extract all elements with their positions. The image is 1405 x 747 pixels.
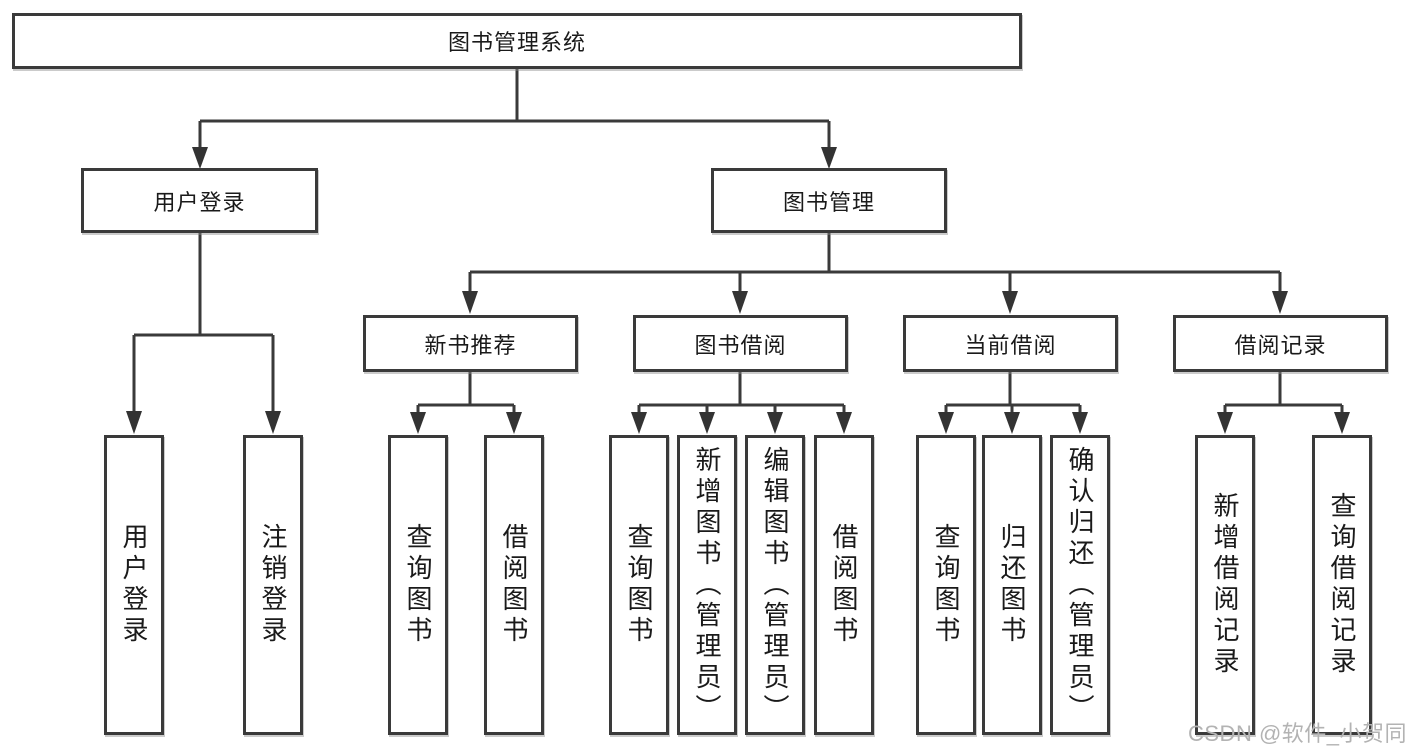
leaf-bb-edit-books-admin-label: 编辑图书（管理员） xyxy=(760,445,790,725)
node-book-management: 图书管理 xyxy=(711,168,947,233)
leaf-br-query-borrow-record-label: 查询借阅记录 xyxy=(1327,492,1357,678)
leaf-cb-query-books-label: 查询图书 xyxy=(931,523,961,647)
leaf-bb-query-books-label: 查询图书 xyxy=(624,523,654,647)
leaf-cb-return-books-label: 归还图书 xyxy=(997,523,1027,647)
leaf-bb-add-books-admin: 新增图书（管理员） xyxy=(677,435,737,735)
leaf-br-add-borrow-record-label: 新增借阅记录 xyxy=(1210,492,1240,678)
node-current-borrow-label: 当前借阅 xyxy=(964,332,1057,358)
connector-root-branch xyxy=(192,69,837,169)
leaf-cb-return-books: 归还图书 xyxy=(982,435,1042,735)
leaf-br-add-borrow-record: 新增借阅记录 xyxy=(1195,435,1255,735)
connector-current-borrow-branch xyxy=(938,372,1088,434)
leaf-nbr-query-books-label: 查询图书 xyxy=(403,523,433,647)
leaf-br-query-borrow-record: 查询借阅记录 xyxy=(1312,435,1372,735)
node-book-borrow: 图书借阅 xyxy=(633,315,848,372)
leaf-logout: 注销登录 xyxy=(243,435,303,735)
leaf-cb-confirm-return-admin-label: 确认归还（管理员） xyxy=(1065,445,1095,725)
leaf-cb-query-books: 查询图书 xyxy=(916,435,976,735)
leaf-nbr-query-books: 查询图书 xyxy=(388,435,448,735)
leaf-bb-borrow-books: 借阅图书 xyxy=(814,435,874,735)
leaf-bb-add-books-admin-label: 新增图书（管理员） xyxy=(692,445,722,725)
connector-book-borrow-branch xyxy=(631,372,852,434)
node-root-label: 图书管理系统 xyxy=(447,30,586,55)
leaf-user-login: 用户登录 xyxy=(104,435,164,735)
connector-borrow-records-branch xyxy=(1217,372,1350,434)
leaf-bb-borrow-books-label: 借阅图书 xyxy=(829,523,859,647)
leaf-user-login-label: 用户登录 xyxy=(119,523,149,647)
connector-book-management-branch xyxy=(462,233,1288,314)
leaf-nbr-borrow-books-label: 借阅图书 xyxy=(499,523,529,647)
leaf-bb-edit-books-admin: 编辑图书（管理员） xyxy=(745,435,805,735)
node-user-login-label: 用户登录 xyxy=(153,189,246,215)
connector-user-login-branch xyxy=(126,233,281,434)
leaf-bb-query-books: 查询图书 xyxy=(609,435,669,735)
watermark-text: CSDN @软件_小贺同学 xyxy=(1188,721,1405,746)
node-new-book-recommend: 新书推荐 xyxy=(363,315,578,372)
leaf-logout-label: 注销登录 xyxy=(258,523,288,647)
node-current-borrow: 当前借阅 xyxy=(903,315,1118,372)
node-book-management-label: 图书管理 xyxy=(782,189,875,215)
node-root: 图书管理系统 xyxy=(12,13,1022,69)
node-borrow-records: 借阅记录 xyxy=(1173,315,1388,372)
leaf-nbr-borrow-books: 借阅图书 xyxy=(484,435,544,735)
node-new-book-recommend-label: 新书推荐 xyxy=(424,332,517,358)
node-user-login: 用户登录 xyxy=(81,168,318,233)
node-borrow-records-label: 借阅记录 xyxy=(1234,332,1327,358)
connector-new-book-branch xyxy=(410,372,522,434)
leaf-cb-confirm-return-admin: 确认归还（管理员） xyxy=(1050,435,1110,735)
node-book-borrow-label: 图书借阅 xyxy=(694,332,787,358)
